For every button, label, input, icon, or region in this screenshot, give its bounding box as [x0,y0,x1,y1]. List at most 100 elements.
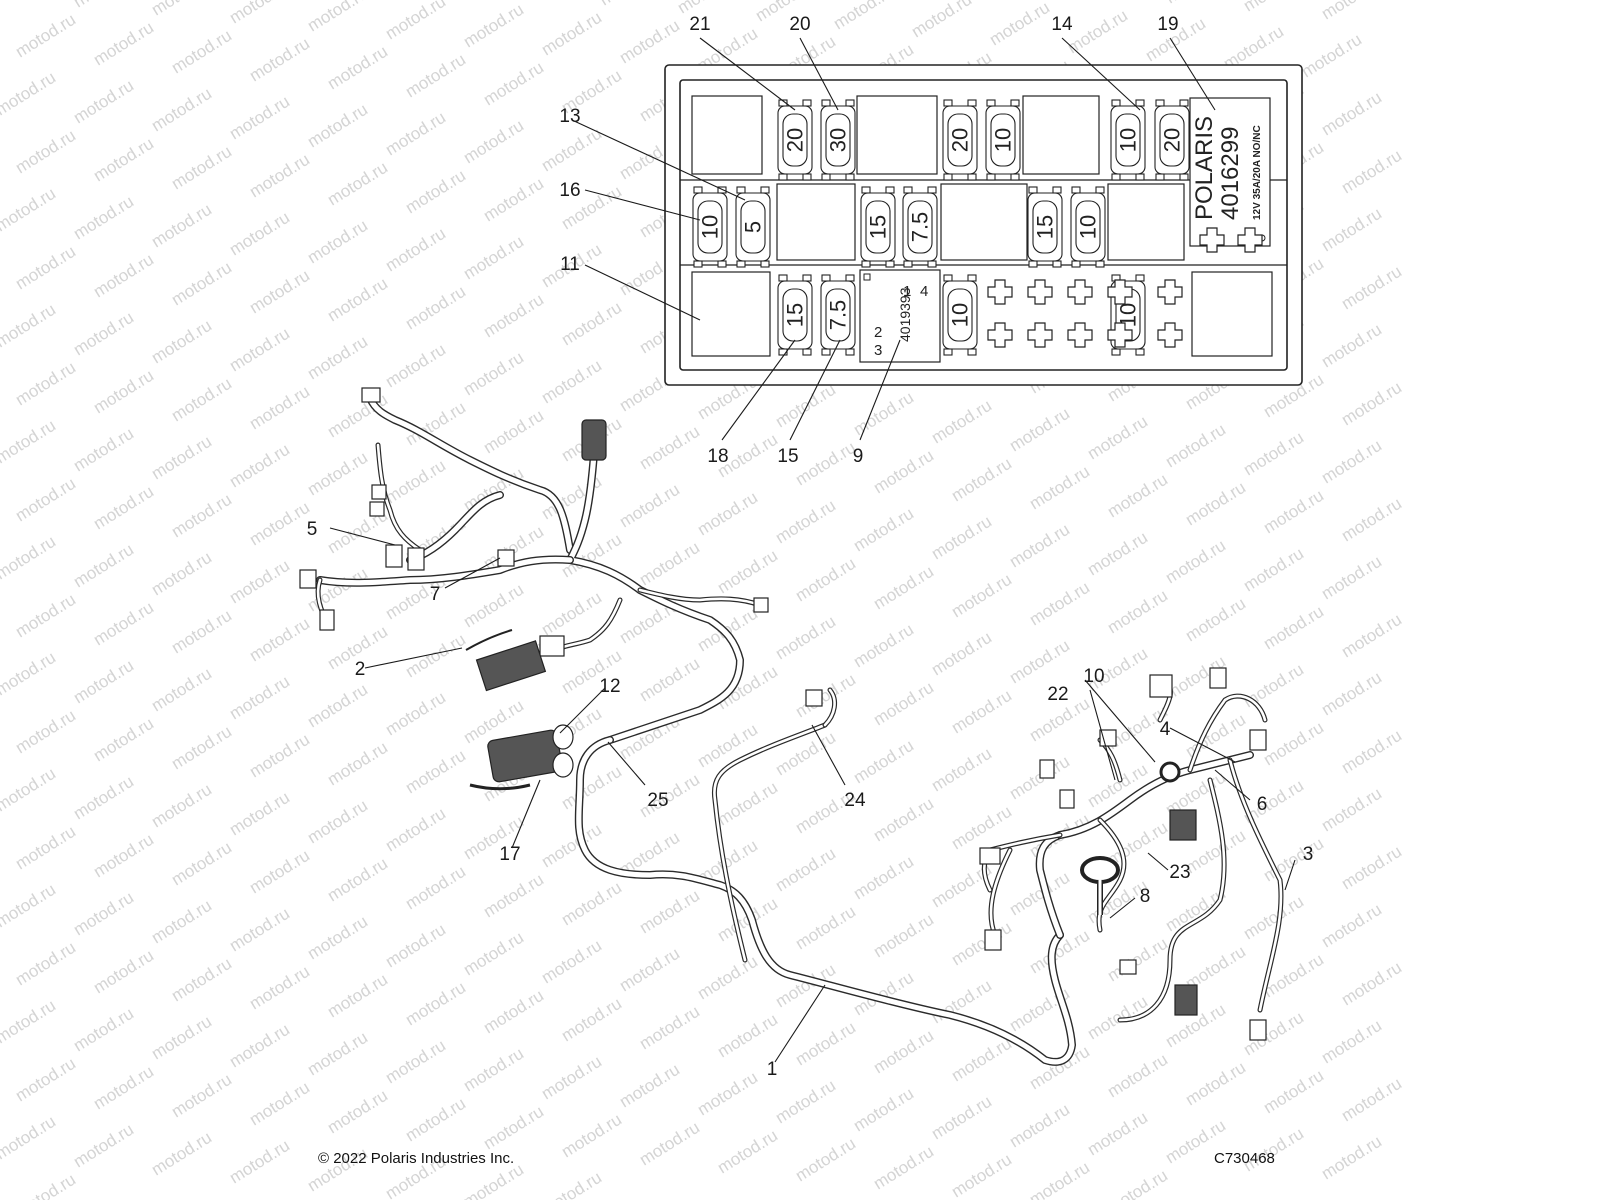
watermark-text: motod.ru [1182,594,1249,646]
watermark-text: motod.ru [12,706,79,758]
watermark-text: motod.ru [1338,958,1405,1010]
watermark-text: motod.ru [1240,0,1307,15]
relay-part-number: 4019393 [897,287,913,342]
watermark-text: motod.ru [558,994,625,1046]
watermark-text: motod.ru [694,720,761,772]
callout-3: 3 [1303,844,1314,865]
watermark-text: motod.ru [12,358,79,410]
watermark-text: motod.ru [324,970,391,1022]
terminal-slot [987,279,1013,305]
watermark-text: motod.ru [1338,1074,1405,1126]
terminal-slot [1027,279,1053,305]
watermark-text: motod.ru [226,1136,293,1188]
fuse-rating: 10 [1076,215,1101,239]
watermark-text: motod.ru [12,1170,79,1200]
fuse-box-brand-label: POLARIS [1191,116,1218,220]
copyright-notice: © 2022 Polaris Industries Inc. [318,1150,515,1167]
watermark-text: motod.ru [1006,520,1073,572]
watermark-text: motod.ru [850,1084,917,1136]
watermark-text: motod.ru [948,570,1015,622]
watermark-text: motod.ru [70,1120,137,1172]
fuse-rating: 7.5 [826,300,851,331]
terminal-slot [1199,227,1225,253]
watermark-text: motod.ru [694,952,761,1004]
watermark-text: motod.ru [1162,420,1229,472]
fuse: 7.5 [902,186,938,268]
fuse: 10 [942,274,978,356]
watermark-text: motod.ru [382,456,449,508]
watermark-text: motod.ru [70,424,137,476]
terminal-slot [1157,322,1183,348]
callout-24: 24 [844,790,866,811]
watermark-text: motod.ru [402,630,469,682]
watermark-text: motod.ru [772,496,839,548]
watermark-text: motod.ru [1318,320,1385,372]
fuse: 10 [1110,99,1146,181]
watermark-text: motod.ru [324,854,391,906]
watermark-text: motod.ru [460,580,527,632]
watermark-text: motod.ru [1338,494,1405,546]
watermark-text: motod.ru [148,1012,215,1064]
watermark-text: motod.ru [850,736,917,788]
watermark-text: motod.ru [0,68,59,120]
watermark-text: motod.ru [948,454,1015,506]
watermark-text: motod.ru [1006,636,1073,688]
watermark-text: motod.ru [0,118,1,170]
watermark-text: motod.ru [12,126,79,178]
watermark-text: motod.ru [0,2,1,54]
watermark-text: motod.ru [1260,486,1327,538]
watermark-text: motod.ru [304,448,371,500]
watermark-text: motod.ru [908,0,975,41]
watermark-text: motod.ru [772,1076,839,1128]
watermark-text: motod.ru [1318,88,1385,140]
watermark-text: motod.ru [90,134,157,186]
watermark-text: motod.ru [402,978,469,1030]
fuse-rating: 15 [783,303,808,327]
terminal-slot [1107,279,1133,305]
callout-18: 18 [707,446,728,467]
watermark-text: motod.ru [616,16,683,68]
callout-19: 19 [1157,14,1178,35]
watermark-text: motod.ru [1084,412,1151,464]
watermark-text: motod.ru [70,540,137,592]
relay-pin-1: 1 [903,283,911,300]
watermark-text: motod.ru [246,150,313,202]
watermark-text: motod.ru [1026,462,1093,514]
watermark-text: motod.ru [558,878,625,930]
watermark-text: motod.ru [0,582,1,634]
watermark-text: motod.ru [1318,1132,1385,1184]
watermark-text: motod.ru [792,1018,859,1070]
terminal-group [987,227,1263,348]
watermark-text: motod.ru [636,770,703,822]
watermark-text: motod.ru [636,422,703,474]
watermark-text: motod.ru [1260,1066,1327,1118]
watermark-text: motod.ru [694,1068,761,1120]
watermark-text: motod.ru [1318,1016,1385,1068]
watermark-text: motod.ru [460,116,527,168]
watermark-text: motod.ru [1318,0,1385,23]
watermark-text: motod.ru [226,208,293,260]
watermark-text: motod.ru [616,1060,683,1112]
watermark-text: motod.ru [226,92,293,144]
watermark-text: motod.ru [1260,602,1327,654]
callout-6: 6 [1257,794,1268,815]
watermark-text: motod.ru [70,888,137,940]
watermark-text: motod.ru [148,664,215,716]
watermark-text: motod.ru [928,744,995,796]
watermark-text: motod.ru [596,0,663,9]
watermark-text: motod.ru [948,1034,1015,1086]
watermark-text: motod.ru [1104,934,1171,986]
watermark-text: motod.ru [226,904,293,956]
watermark-text: motod.ru [1260,718,1327,770]
watermark-text: motod.ru [1338,262,1405,314]
watermark-text: motod.ru [0,0,59,3]
fuse-rating: 15 [1033,215,1058,239]
watermark-text: motod.ru [90,366,157,418]
terminal-slot [1237,227,1263,253]
watermark-text: motod.ru [246,1078,313,1130]
watermark-text: motod.ru [616,944,683,996]
watermark-text: motod.ru [168,142,235,194]
watermark-text: motod.ru [480,174,547,226]
watermark-text: motod.ru [246,730,313,782]
